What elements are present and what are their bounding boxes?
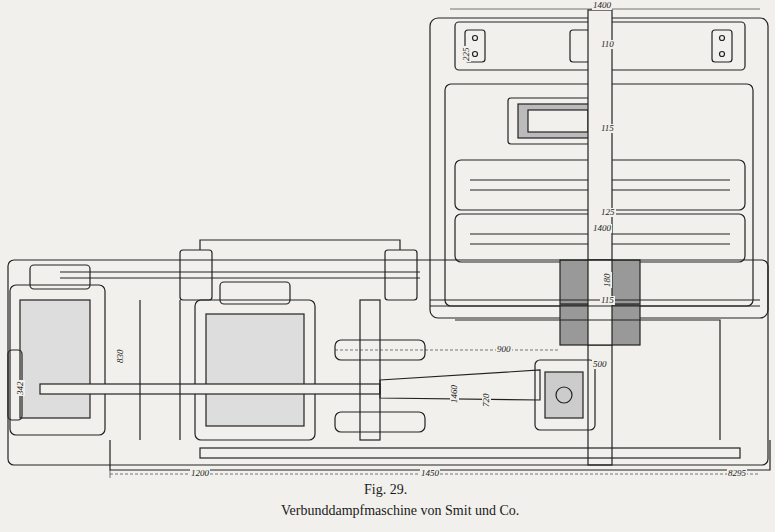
- dimension-label: 720: [482, 393, 491, 409]
- dimension-label: 900: [496, 345, 512, 354]
- dimension-label: 125: [600, 208, 616, 217]
- dimension-label: 115: [600, 124, 615, 133]
- figure-caption: Verbunddampfmaschine von Smit und Co.: [281, 503, 519, 518]
- dimension-label: 180: [603, 273, 612, 289]
- dimension-label: 830: [116, 349, 125, 365]
- dimension-label: 225: [462, 47, 471, 63]
- dimension-label: 1460: [450, 384, 459, 404]
- dimension-label: 110: [600, 40, 615, 49]
- dimension-label: 500: [592, 360, 608, 369]
- figure-number: Fig. 29.: [364, 482, 407, 497]
- dimension-label: 1400: [592, 224, 612, 233]
- dimension-label: 115: [600, 296, 615, 305]
- dimension-label: 1200: [190, 469, 210, 478]
- dimension-label: 342: [16, 381, 25, 397]
- dimension-label: 1400: [592, 1, 612, 10]
- dimension-label: 8295: [727, 469, 747, 478]
- dimension-label: 1450: [420, 469, 440, 478]
